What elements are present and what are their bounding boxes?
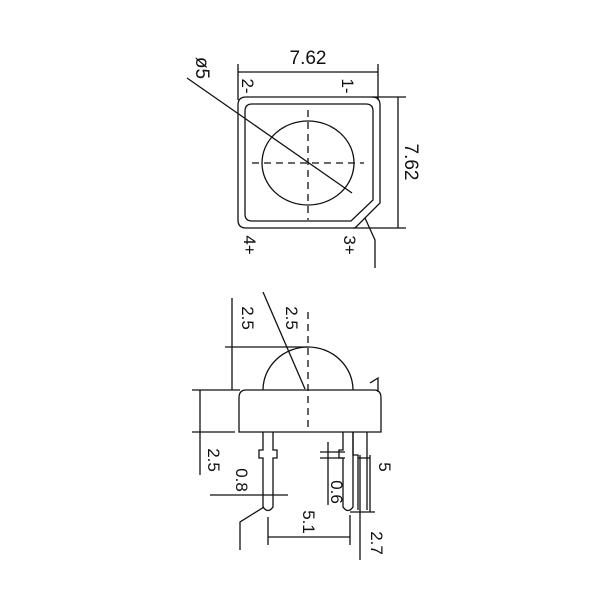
pin-label-3: 3+ <box>340 235 359 254</box>
radius-leader <box>262 291 306 390</box>
package-inner-outline <box>244 103 374 222</box>
side-view: 2.5 2.5 2.5 0.8 0.6 5 5.1 2.7 <box>192 291 394 560</box>
lead-offset-label: 2.7 <box>367 531 386 555</box>
lead-left <box>258 432 278 512</box>
pin-label-1: 1- <box>338 78 357 93</box>
pin-label-2: 2- <box>238 78 257 93</box>
lead-pitch-label: 5.1 <box>299 510 318 534</box>
diameter-leader <box>186 77 353 194</box>
lead-thickness-label: 0.6 <box>327 480 346 504</box>
dome-height-label: 2.5 <box>238 306 257 330</box>
lead-width-label: 0.8 <box>232 468 251 492</box>
diameter-label: ø5 <box>191 57 212 79</box>
lead-right <box>338 432 354 512</box>
top-view: 7.62 7.62 ø5 2- 1- 4+ 3+ <box>186 48 421 268</box>
package-body <box>238 389 382 433</box>
body-leader <box>369 376 379 392</box>
lead-right-rear <box>352 432 368 510</box>
pin-label-4: 4+ <box>240 235 259 254</box>
lead-length-label: 5 <box>375 462 394 471</box>
body-height-label: 2.5 <box>204 448 223 472</box>
width-label: 7.62 <box>290 48 327 69</box>
lead-leader <box>239 506 265 550</box>
chamfer-leader <box>364 217 376 268</box>
height-label: 7.62 <box>400 144 421 181</box>
dome-radius-label: 2.5 <box>282 306 301 330</box>
